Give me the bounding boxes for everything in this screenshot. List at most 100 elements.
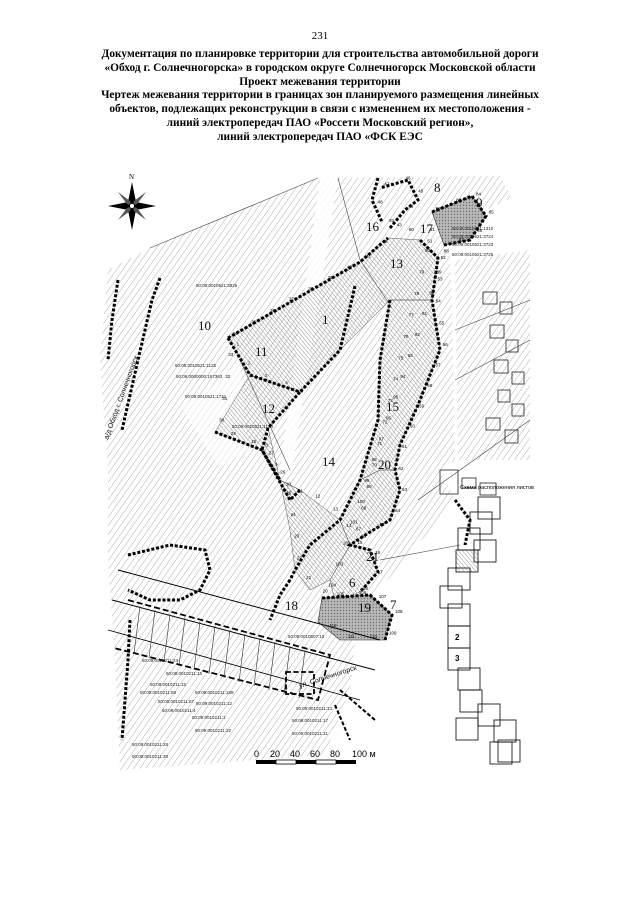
- cadastral-label: 50:09:0010521:3724: [452, 234, 494, 239]
- boundary-point-label: 4: [285, 380, 288, 385]
- boundary-point-label: 3: [265, 373, 268, 378]
- cadastral-label: 50:09:0010211:11: [292, 731, 328, 736]
- zone-label: 17: [420, 221, 434, 236]
- boundary-point-label: 79: [419, 270, 425, 275]
- boundary-point-label: 61: [402, 444, 408, 449]
- boundary-point-label: 48: [378, 200, 384, 205]
- boundary-point-label: 11: [298, 489, 303, 494]
- boundary-point-label: 25: [286, 490, 292, 495]
- boundary-point-label: 21: [306, 575, 312, 580]
- cadastral-label: 50:09:0010211:38: [132, 754, 168, 759]
- boundary-point-label: 40: [347, 265, 353, 270]
- boundary-point-label: 109: [389, 630, 397, 635]
- cadastral-label: 50:09:0010211:59: [140, 690, 176, 695]
- boundary-point-label: 20: [323, 589, 329, 594]
- boundary-point-label: 29: [231, 431, 237, 436]
- boundary-point-label: 75: [398, 355, 404, 360]
- boundary-point-label: 87: [459, 237, 465, 242]
- compass-rose: N: [108, 173, 156, 230]
- boundary-point-labels: 1234567891011121314151617181920212223242…: [219, 176, 494, 639]
- boundary-point-label: 84: [476, 191, 482, 196]
- sheet-layout-caption: Схема расположения листов: [460, 485, 534, 491]
- boundary-point-label: 49: [389, 218, 395, 223]
- scale-tick-label: 60: [310, 749, 320, 759]
- boundary-point-label: 102: [343, 541, 351, 546]
- boundary-point-label: 14: [347, 523, 353, 528]
- boundary-point-label: 43: [397, 223, 403, 228]
- boundary-point-label: 105: [337, 591, 345, 596]
- zone-label: 19: [358, 600, 371, 615]
- boundary-point-label: 26: [280, 469, 286, 474]
- document-title: Документация по планировке территории дл…: [40, 48, 600, 145]
- zone-label: 11: [255, 344, 268, 359]
- boundary-point-label: 35: [251, 320, 257, 325]
- boundary-point-label: 27: [269, 450, 275, 455]
- boundary-point-label: 33: [228, 352, 234, 357]
- boundary-point-label: 18: [363, 586, 369, 591]
- boundary-point-label: 10: [286, 481, 292, 486]
- scale-tick-label: 0: [254, 749, 259, 759]
- boundary-point-label: 30: [219, 418, 225, 423]
- boundary-point-label: 67: [356, 527, 362, 532]
- cadastral-label: 50:09:0010507:10: [288, 634, 325, 639]
- boundary-point-label: 6: [286, 405, 289, 410]
- boundary-point-label: 68: [361, 505, 367, 510]
- boundary-point-label: 17: [378, 570, 384, 575]
- boundary-point-label: 8: [265, 443, 268, 448]
- cadastral-label: 50:09:0010521:1125: [175, 363, 216, 368]
- boundary-point-label: 93: [408, 353, 414, 358]
- boundary-point-label: 55: [439, 320, 445, 325]
- boundary-point-label: 108: [395, 609, 403, 614]
- cadastral-label: 50:09:0010521:1124: [232, 424, 273, 429]
- building-blocks: [439, 291, 525, 496]
- cadastral-label: 50:09:0010521:1310: [452, 226, 494, 231]
- boundary-point-label: 62: [398, 466, 404, 471]
- boundary-point-label: 38: [308, 286, 314, 291]
- boundary-point-label: 80: [425, 248, 431, 253]
- title-line: линий электропередач ПАО «Россети Москов…: [166, 116, 474, 129]
- boundary-point-label: 92: [415, 332, 421, 337]
- boundary-point-label: 52: [441, 255, 447, 260]
- zone-label: 21: [366, 549, 379, 564]
- boundary-point-label: 54: [436, 299, 442, 304]
- boundary-point-label: 88: [444, 249, 450, 254]
- boundary-point-label: 36: [270, 308, 276, 313]
- planned-zones: [214, 195, 487, 641]
- cadastral-label: 50:09:0010211:17: [292, 718, 328, 723]
- scale-tick-label: 20: [270, 749, 280, 759]
- boundary-point-label: 13: [333, 507, 339, 512]
- boundary-point-label: 81: [430, 227, 436, 232]
- boundary-point-label: 86: [477, 228, 483, 233]
- title-line: Чертеж межевания территории в границах з…: [101, 89, 539, 102]
- boundary-point-label: 73: [388, 398, 394, 403]
- boundary-point-label: 78: [414, 291, 420, 296]
- boundary-point-label: 46: [406, 176, 412, 181]
- boundary-point-label: 65: [380, 522, 386, 527]
- boundary-point-label: 98: [372, 457, 378, 462]
- boundary-point-label: 37: [289, 297, 295, 302]
- boundary-point-label: 32: [225, 374, 231, 379]
- boundary-point-label: 91: [422, 311, 428, 316]
- sheet-layout-inset: Схема расположения листов 2 3: [439, 485, 534, 765]
- boundary-point-label: 60: [410, 424, 416, 429]
- cadastral-labels: 50:09:0010521:3826 50:09:0010521:3723 50…: [132, 226, 494, 759]
- boundary-point-label: 28: [251, 439, 257, 444]
- boundary-point-label: 7: [271, 422, 274, 427]
- compass-north-label: N: [129, 173, 134, 181]
- scale-tick-label: 40: [290, 749, 300, 759]
- title-line: Документация по планировке территории дл…: [101, 48, 539, 60]
- boundary-point-label: 64: [395, 508, 401, 513]
- boundary-point-label: 50: [409, 227, 415, 232]
- boundary-point-label: 66: [361, 534, 367, 539]
- boundary-point-label: 83: [456, 198, 462, 203]
- boundary-point-label: 85: [489, 210, 495, 215]
- boundary-point-label: 2: [248, 360, 251, 365]
- zone-label: 13: [390, 256, 403, 271]
- zone-label: 20: [378, 457, 391, 472]
- boundary-point-label: 34: [233, 331, 239, 336]
- title-line: Проект межевания территории: [239, 75, 401, 88]
- boundary-point-label: 97: [379, 436, 385, 441]
- boundary-point-label: 45: [418, 189, 424, 194]
- boundary-point-label: 24: [291, 512, 297, 517]
